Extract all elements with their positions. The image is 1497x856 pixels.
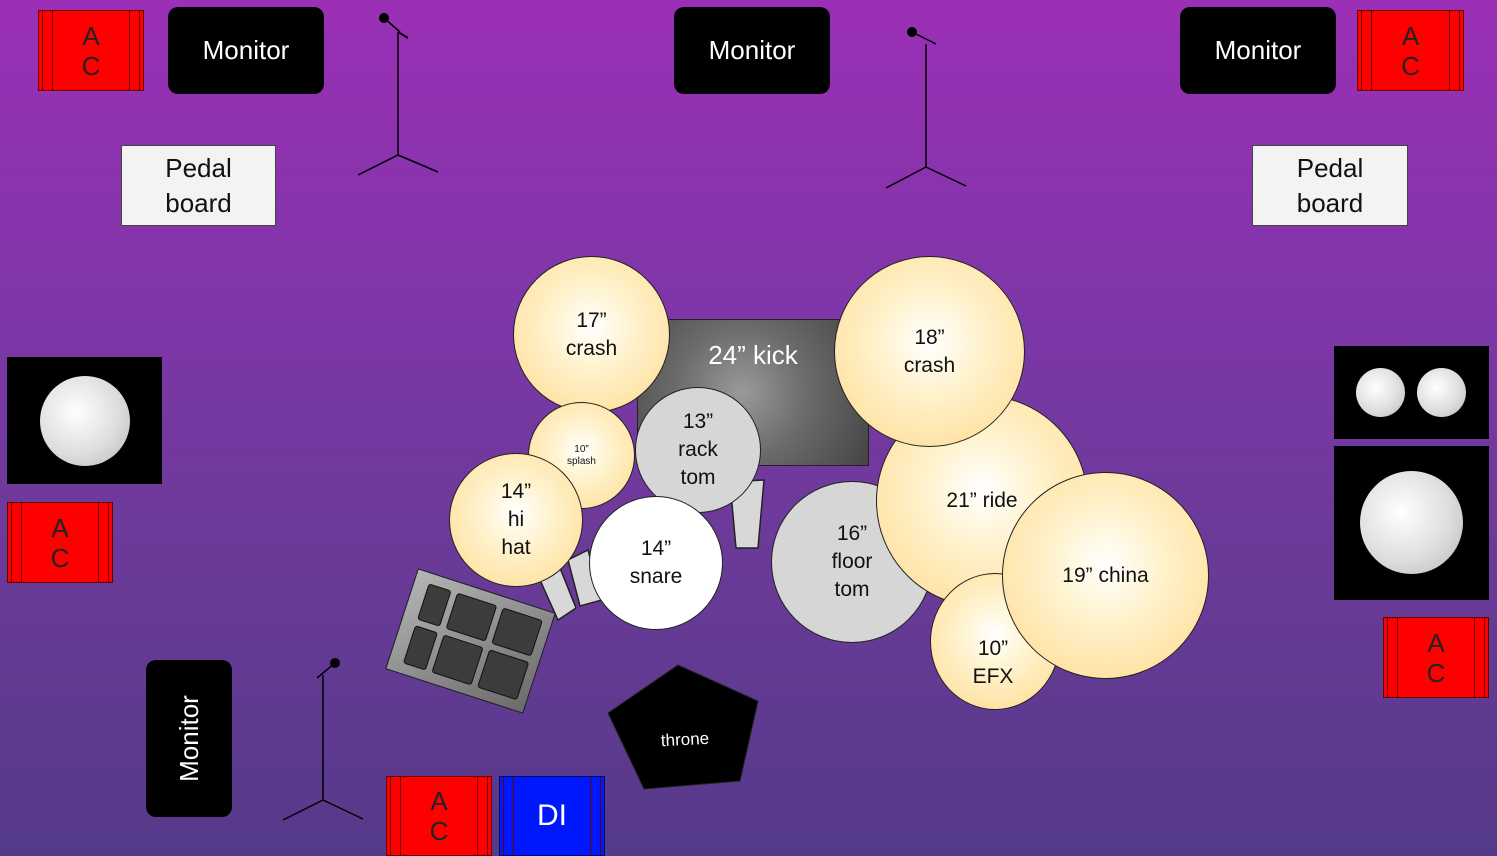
throne-icon: [607, 664, 759, 790]
amp-label-bottom: C: [81, 50, 101, 81]
amp-label-bottom: C: [1426, 657, 1446, 688]
monitor-top-right: Monitor: [1180, 7, 1336, 94]
snare-size: 14”: [640, 537, 672, 560]
efx-size: 10”: [977, 636, 1009, 660]
microphone-stand-icon: [282, 658, 364, 821]
hi-hat-cymbal-14: 14” hi hat: [449, 453, 583, 587]
amp-right: A C: [1383, 617, 1489, 698]
pad-4: [402, 625, 439, 671]
splash-label: splash: [567, 455, 596, 467]
monitor-bottom-left: Monitor: [146, 660, 232, 817]
ride-label: 21” ride: [946, 489, 1018, 512]
amp-left: A C: [7, 502, 113, 583]
amp-top-left: A C: [38, 10, 144, 91]
di-label: DI: [537, 799, 567, 832]
monitor-top-center: Monitor: [674, 7, 830, 94]
hihat-label-1: hi: [507, 508, 525, 531]
pad-2: [445, 592, 498, 642]
amp-label-top: A: [430, 786, 448, 816]
amp-top-right: A C: [1357, 10, 1464, 91]
throne-label: throne: [660, 728, 710, 751]
pad-5: [431, 634, 484, 686]
monitor-label: Monitor: [1214, 35, 1302, 65]
amp-bottom: A C: [386, 776, 492, 856]
efx-label: EFX: [972, 664, 1014, 688]
speaker-cone-icon: [40, 376, 130, 466]
china-cymbal-19: 19” china: [1002, 472, 1209, 679]
amp-label-bottom: C: [1401, 50, 1420, 81]
monitor-label: Monitor: [173, 695, 204, 782]
crash-cymbal-18: 18” crash: [834, 256, 1025, 447]
monitor-label: Monitor: [708, 35, 796, 65]
crash17-size: 17”: [576, 308, 607, 332]
pedal-board-left: Pedal board: [121, 145, 276, 226]
amp-label-top: A: [51, 512, 69, 543]
pedal-label-line1: Pedal: [165, 152, 232, 183]
hihat-size: 14”: [500, 480, 532, 503]
pad-1: [417, 583, 452, 627]
china-label: 19” china: [1062, 563, 1149, 587]
snare-label: snare: [629, 565, 683, 588]
monitor-top-left: Monitor: [168, 7, 324, 94]
floortom-label-1: floor: [831, 550, 873, 573]
pedal-label-line2: board: [165, 187, 232, 218]
pad-6: [477, 649, 530, 701]
speaker-cone-icon: [1360, 471, 1463, 574]
microphone-stand-icon: [885, 27, 967, 189]
amp-label-top: A: [82, 20, 100, 51]
amp-label-top: A: [1401, 20, 1420, 51]
speaker-cone-icon: [1417, 368, 1466, 417]
crash18-size: 18”: [914, 325, 945, 349]
speaker-cabinet-right-top: [1334, 346, 1489, 439]
pedal-board-right: Pedal board: [1252, 145, 1408, 226]
floortom-size: 16”: [836, 522, 868, 545]
splash-size: 10”: [574, 443, 589, 455]
di-box: DI: [499, 776, 605, 856]
monitor-label: Monitor: [202, 35, 290, 65]
speaker-cone-icon: [1356, 368, 1405, 417]
pad-3: [491, 607, 543, 657]
snare-drum-14: 14” snare: [589, 496, 723, 630]
kick-label: 24” kick: [708, 340, 798, 370]
amp-label-top: A: [1427, 627, 1445, 658]
speaker-cabinet-right-bottom: [1334, 446, 1489, 600]
racktom-size: 13”: [682, 410, 714, 433]
amp-label-bottom: C: [50, 542, 70, 573]
pedal-label-line1: Pedal: [1296, 152, 1364, 183]
pedal-label-line2: board: [1296, 187, 1364, 218]
speaker-cabinet-left: [7, 357, 162, 484]
racktom-label-1: rack: [678, 438, 718, 461]
crash18-label: crash: [903, 353, 956, 377]
rack-tom-13: 13” rack tom: [635, 387, 761, 513]
amp-label-bottom: C: [429, 816, 449, 846]
floortom-label-2: tom: [834, 578, 870, 601]
racktom-label-2: tom: [680, 466, 716, 489]
hihat-label-2: hat: [501, 536, 531, 559]
microphone-stand-icon: [357, 13, 439, 176]
crash-cymbal-17: 17” crash: [513, 256, 670, 413]
crash17-label: crash: [565, 336, 618, 360]
